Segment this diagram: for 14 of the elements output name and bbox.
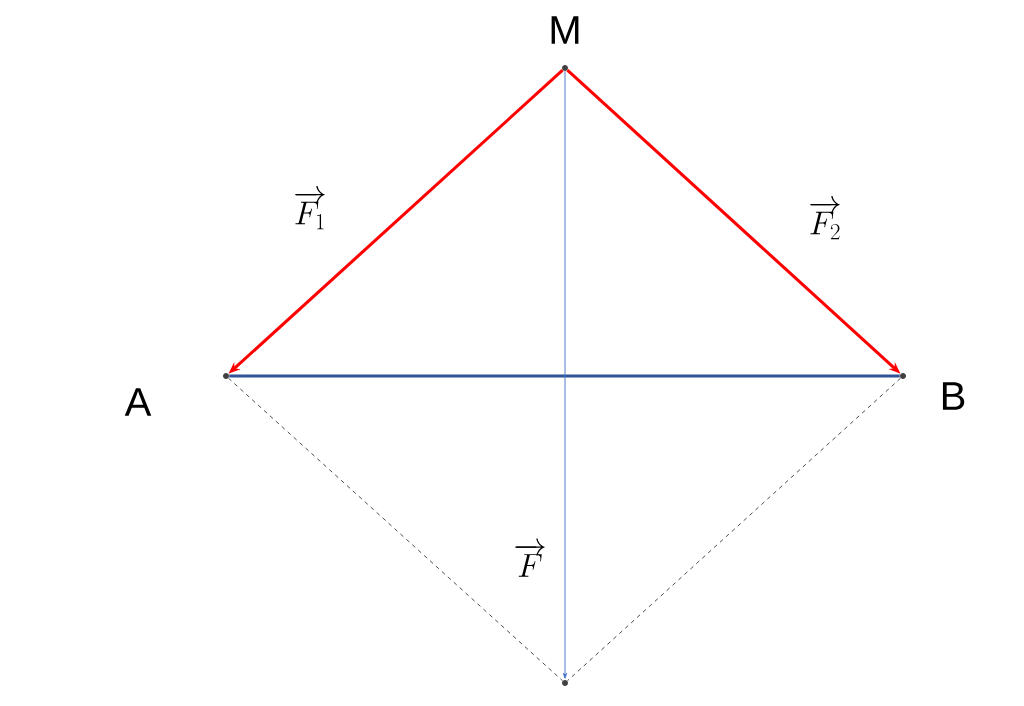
vertex-point: [562, 680, 568, 686]
point-label: B: [942, 382, 965, 410]
vector-label: $\overrightarrow{F_1}$: [295, 186, 325, 230]
vertex-point: [562, 65, 568, 71]
vector-label: $\overrightarrow{F}$: [515, 538, 545, 577]
vertex-point: [223, 373, 229, 379]
dashed-line: [227, 377, 564, 682]
vertex-point: [900, 373, 906, 379]
dashed-line: [566, 377, 902, 682]
arrow: [562, 70, 568, 679]
line: [229, 374, 900, 378]
point-label: A: [124, 388, 152, 416]
point-label: M: [551, 16, 579, 44]
vector-label: $\overrightarrow{F_2}$: [810, 196, 840, 240]
